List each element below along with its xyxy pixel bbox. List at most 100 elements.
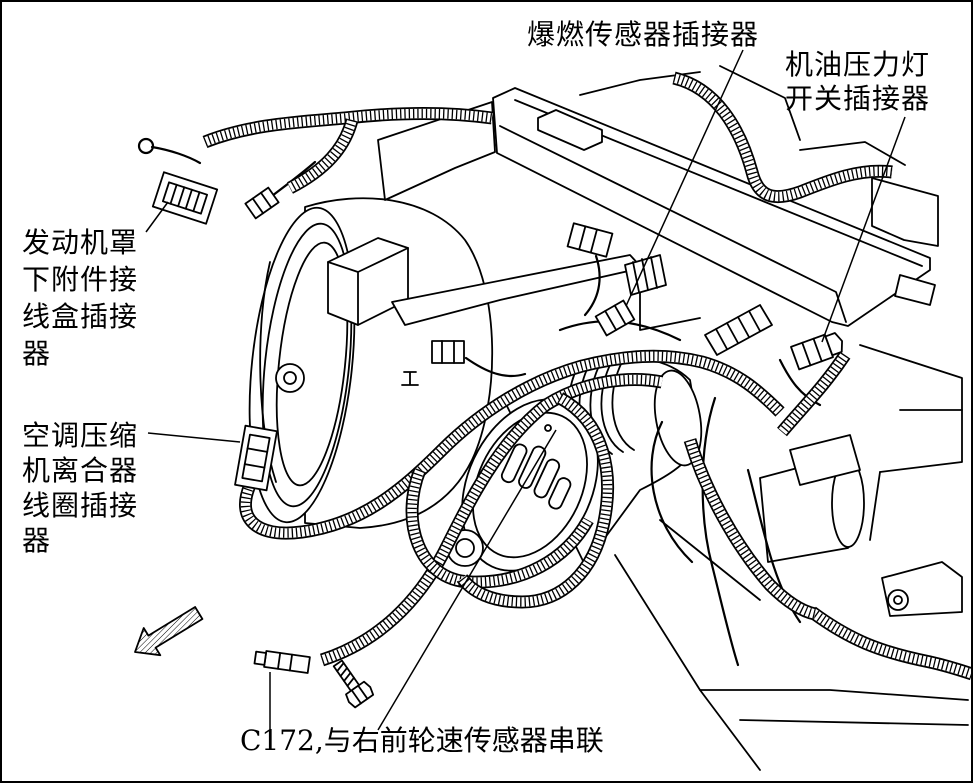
manifold-connector xyxy=(566,222,614,258)
connector-pins xyxy=(169,183,201,213)
harness-branch xyxy=(290,120,352,188)
connector-pins xyxy=(251,191,273,215)
connector-face xyxy=(241,433,271,483)
intake-manifold-edge xyxy=(499,125,847,323)
oil-pressure-switch-connector xyxy=(790,332,843,371)
switch-hex xyxy=(824,332,843,357)
bolt-hex-head xyxy=(345,680,375,709)
connector-shell xyxy=(151,171,219,225)
leader-line-oil-pressure-switch xyxy=(821,116,906,343)
intake-manifold-tab xyxy=(537,109,603,151)
wire xyxy=(583,254,601,317)
label-line: 机离合器 xyxy=(22,454,139,487)
thin-wires xyxy=(137,137,822,667)
oil-pan-line xyxy=(739,719,969,726)
connector-pins xyxy=(578,225,598,254)
label-line: 线圈插接 xyxy=(22,489,139,522)
connector-shell xyxy=(234,424,278,492)
panel-connector xyxy=(431,340,465,364)
engine-top-line xyxy=(799,141,906,166)
compressor-hub-center xyxy=(283,371,297,385)
label-line: 线盒插接 xyxy=(22,300,139,333)
engine-side-line xyxy=(869,471,881,541)
leader-line-c172-harness xyxy=(377,429,557,731)
connector-pins xyxy=(441,340,455,364)
leader-line-underhood-junction xyxy=(145,201,169,233)
engine-side-line xyxy=(859,344,963,473)
intake-manifold-body xyxy=(492,87,931,327)
drum-face-inner xyxy=(472,411,588,559)
top-right-tab xyxy=(871,177,939,247)
bolt xyxy=(332,659,375,709)
connector-shell xyxy=(566,222,614,258)
leader-line-knock-sensor xyxy=(625,49,744,307)
lower-intake-panel xyxy=(391,254,643,326)
connector-pins xyxy=(801,337,823,367)
threaded-sensor xyxy=(704,304,773,356)
starter-solenoid xyxy=(789,434,861,486)
wire xyxy=(150,145,202,165)
bracket-block-edge xyxy=(327,247,409,326)
wire xyxy=(650,420,694,564)
knock-sensor-thread xyxy=(632,256,658,293)
connector-shell xyxy=(263,650,311,674)
label-line: 器 xyxy=(22,524,52,557)
bolt-center xyxy=(893,595,903,605)
label-line: 器 xyxy=(22,337,52,370)
label-line: C172,与右前轮速传感器串联 xyxy=(240,724,604,757)
drum-slot xyxy=(500,443,528,484)
connector-tab xyxy=(253,650,267,666)
right-bracket xyxy=(881,561,963,617)
c172-connector xyxy=(253,650,311,674)
small-connector xyxy=(244,186,280,220)
label-c172-connector: C172,与右前轮速传感器串联 xyxy=(240,724,604,758)
drum-dot xyxy=(544,424,552,432)
connector-pins xyxy=(604,304,627,331)
connector-shell xyxy=(244,186,280,220)
connector-shell xyxy=(431,340,465,364)
sensor-thread xyxy=(715,310,761,350)
drum-boss-hole xyxy=(455,538,475,558)
drum-rib xyxy=(611,361,635,451)
bolt-thread xyxy=(336,662,355,687)
mount-symbol xyxy=(401,371,419,386)
label-line: 爆燃传感器插接器 xyxy=(527,18,760,51)
drum-slot xyxy=(548,477,572,510)
harness-right-lower xyxy=(812,612,972,674)
harness-fill xyxy=(782,355,845,432)
wire xyxy=(701,396,740,667)
label-line: 下附件接 xyxy=(22,263,139,296)
drum-slot xyxy=(533,458,561,499)
bolt-hex-edge xyxy=(350,684,369,705)
label-line: 开关插接器 xyxy=(785,82,931,115)
oil-pan-line xyxy=(699,689,969,701)
connector-shell xyxy=(594,299,636,337)
right-connector xyxy=(894,274,936,306)
front-arrow-icon xyxy=(134,606,204,657)
compressor-pulley-groove xyxy=(261,222,353,508)
ac-clutch-coil-connector xyxy=(234,424,278,492)
bolt-shank xyxy=(332,659,360,692)
compressor-hub xyxy=(275,363,305,393)
label-line: 空调压缩 xyxy=(22,419,139,452)
label-ac-clutch-coil-connector: 空调压缩 机离合器 线圈插接 器 xyxy=(22,418,138,558)
bolt-head-icon xyxy=(887,589,909,611)
wire xyxy=(464,356,527,378)
label-knock-sensor-connector: 爆燃传感器插接器 xyxy=(527,18,759,52)
engine-top-line xyxy=(719,65,801,141)
harness-under-manifold xyxy=(782,355,845,432)
starter-motor xyxy=(759,434,865,563)
label-oil-pressure-switch-connector: 机油压力灯 开关插接器 xyxy=(785,48,930,116)
compressor-pulley-groove xyxy=(275,241,349,487)
intake-manifold xyxy=(492,87,931,327)
label-line: 机油压力灯 xyxy=(785,48,931,81)
connector-ribs xyxy=(277,652,293,672)
sensor-body xyxy=(704,304,773,356)
drum-face xyxy=(461,398,599,572)
label-underhood-junction-connector: 发动机罩 下附件接 线盒插接 器 xyxy=(22,224,138,372)
knock-sensor-connector xyxy=(594,299,636,337)
ground-eyelet xyxy=(137,137,155,155)
label-line: 发动机罩 xyxy=(22,226,139,259)
